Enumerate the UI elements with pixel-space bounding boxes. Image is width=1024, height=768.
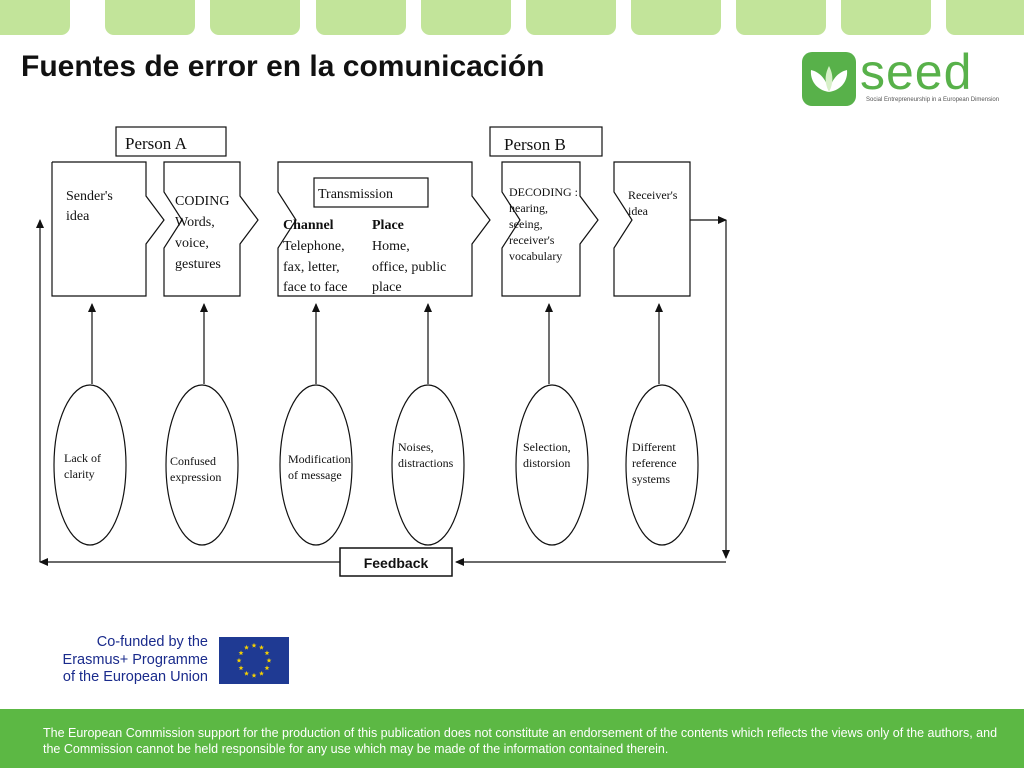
eu-star-icon [259,670,264,676]
cofunding-notice: Co-funded by the Erasmus+ Programme of t… [40,634,208,687]
coding-label: gestures [175,257,221,272]
logo-tagline: Social Entrepreneurship in a European Di… [866,97,1000,103]
error-ellipse [625,384,699,546]
decoding-label: receiver's [509,233,555,247]
error-label: Confused [170,454,216,468]
page-title: Fuentes de error en la comunicación [21,50,545,83]
cofunding-line: Co-funded by the [96,634,208,650]
coding-label: Words, [175,215,215,230]
feedback-box [339,547,453,577]
error-label: systems [632,472,670,486]
cofunding-line: Erasmus+ Programme [62,651,208,668]
seed-logo: seed Social Entrepreneurship in a Europe… [800,44,1000,110]
eu-star-icon [251,642,257,648]
error-ellipse [165,384,239,546]
error-label: Modification [288,452,351,466]
decorative-tab [631,0,721,35]
logo-wordmark: seed [860,44,973,100]
receiver-box [613,161,691,297]
channel-line: Telephone, [283,239,345,254]
decoding-label: hearing, [509,201,548,215]
person-b-box [489,126,603,157]
decorative-tab [210,0,300,35]
top-tab-strip [0,0,1024,36]
eu-star-icon [238,650,244,656]
channel-line: fax, letter, [283,260,340,275]
transmission-box [277,161,491,297]
error-label: reference [632,456,677,470]
eu-star-icon [236,657,242,663]
person-a-box [115,126,227,157]
error-label: clarity [64,467,95,481]
coding-box [163,161,259,297]
eu-flag-icon [219,637,289,684]
eu-star-icon [238,665,244,671]
eu-star-icon [264,665,270,671]
receiver-label: Receiver's [628,188,678,202]
eu-star-icon [266,657,272,663]
error-label: Noises, [398,440,434,454]
eu-star-icon [259,644,264,650]
eu-star-icon [251,672,257,678]
decorative-tab [421,0,511,35]
error-ellipse [53,384,127,546]
decoding-label: vocabulary [509,249,562,263]
footer-disclaimer: The European Commission support for the … [43,726,998,756]
decorative-tab [736,0,826,35]
decorative-tab [946,0,1024,35]
coding-label: voice, [175,236,209,251]
error-ellipse [279,384,353,546]
error-label: Different [632,440,676,454]
error-label: expression [170,470,221,484]
decoding-label: DECODING : [509,185,578,199]
error-label: of message [288,468,342,482]
decoding-box [501,161,599,297]
sender-box [51,161,165,297]
place-line: office, public [372,260,446,275]
receiver-label: idea [628,204,649,218]
decorative-tab [0,0,70,35]
error-ellipse [515,384,589,546]
transmission-label: Transmission [318,187,393,202]
decoding-label: seeing, [509,217,543,231]
error-label: distorsion [523,456,570,470]
person-b-label: Person B [504,135,566,154]
cofunding-line: of the European Union [62,669,208,685]
footer-bar: The European Commission support for the … [0,709,1024,768]
error-label: Lack of [64,451,101,465]
channel-line: face to face [283,280,348,295]
error-ellipse [391,384,465,546]
decorative-tab [526,0,616,35]
place-line: place [372,280,402,295]
eu-star-icon [264,650,270,656]
decorative-tab [841,0,931,35]
sender-label: Sender's [66,189,113,204]
person-a-label: Person A [125,134,188,153]
coding-label: CODING [175,194,229,209]
place-heading: Place [372,218,404,233]
error-label: distractions [398,456,454,470]
decorative-tab [316,0,406,35]
place-line: Home, [372,239,410,254]
channel-heading: Channel [283,218,334,233]
eu-star-icon [244,670,249,676]
eu-star-icon [244,644,249,650]
error-label: Selection, [523,440,571,454]
communication-diagram: Person A Person B Sender's idea CODING W… [36,126,730,577]
leaf-icon [802,52,856,106]
decorative-tab [105,0,195,35]
sender-label: idea [66,209,90,224]
transmission-label-box [313,177,429,208]
feedback-label: Feedback [364,555,429,571]
